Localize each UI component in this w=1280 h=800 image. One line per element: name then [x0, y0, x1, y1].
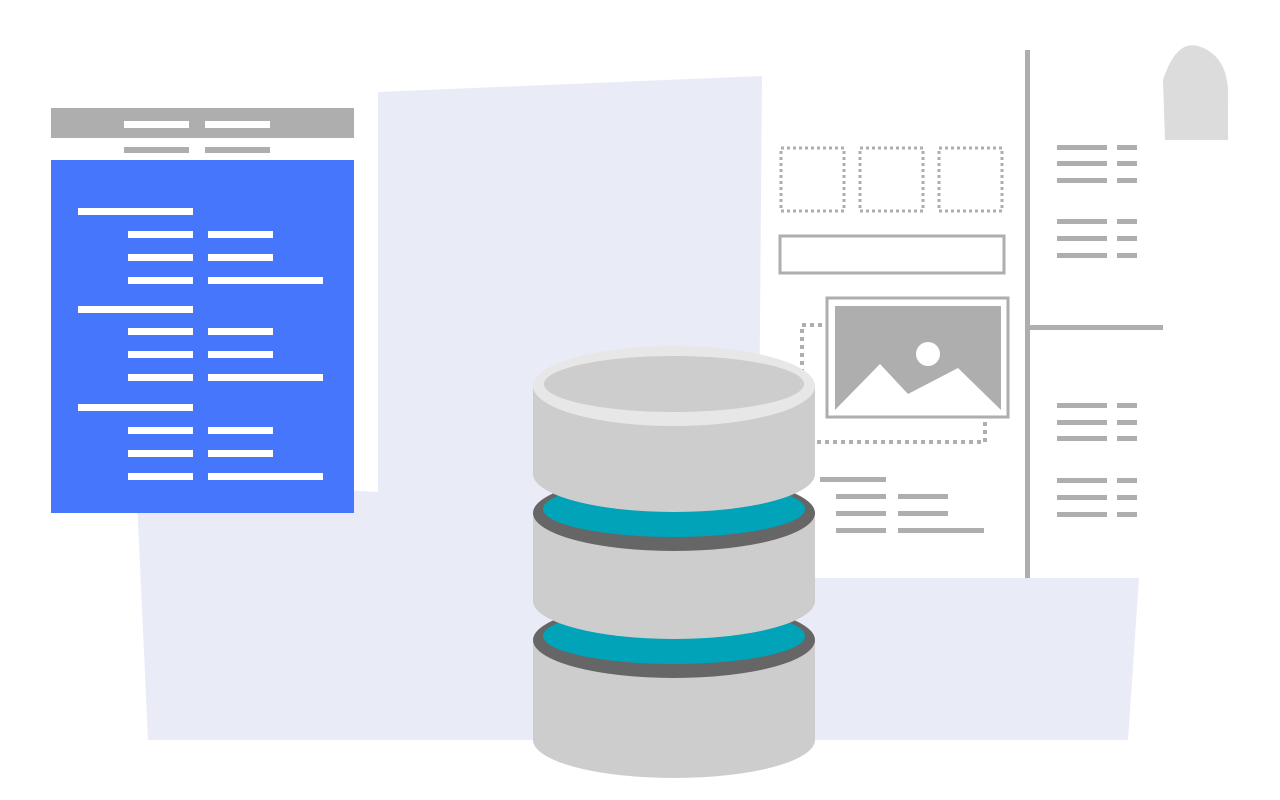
column-divider-horizontal — [1030, 325, 1163, 330]
column-divider-vertical — [1025, 50, 1030, 578]
cylinder-bottom-segment — [533, 640, 815, 778]
document-curl — [1163, 45, 1229, 140]
caption-lines — [820, 477, 984, 533]
placeholder-box — [779, 146, 846, 213]
schema-header — [51, 108, 354, 138]
sidebar-lines — [1057, 145, 1137, 517]
schema-document — [51, 108, 354, 513]
schema-lines — [78, 208, 323, 480]
schema-subheader — [51, 138, 354, 160]
schema-header-lines — [124, 121, 270, 153]
cylinder-top-face — [544, 356, 804, 412]
schema-body — [51, 160, 354, 513]
layout-document — [762, 45, 1229, 578]
image-placeholder-icon — [825, 296, 1010, 419]
placeholder-box — [937, 146, 1004, 213]
database-icon — [533, 346, 815, 778]
placeholder-box — [858, 146, 925, 213]
text-bar-placeholder — [778, 234, 1006, 275]
